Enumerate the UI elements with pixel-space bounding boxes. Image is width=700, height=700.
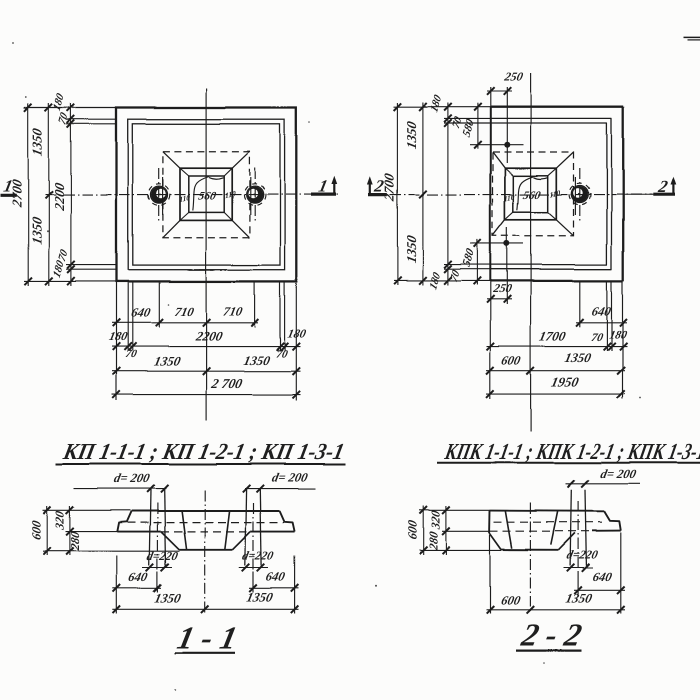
svg-text:d= 200: d= 200 xyxy=(113,471,152,485)
svg-text:2200: 2200 xyxy=(194,329,225,344)
svg-text:d= 200: d= 200 xyxy=(271,471,310,485)
svg-text:110: 110 xyxy=(179,193,190,205)
svg-text:1350: 1350 xyxy=(564,591,594,606)
svg-text:2 700: 2 700 xyxy=(209,376,244,391)
svg-text:180: 180 xyxy=(286,327,307,341)
svg-text:180: 180 xyxy=(429,92,444,114)
svg-text:710: 710 xyxy=(222,305,244,319)
svg-text:320: 320 xyxy=(53,510,67,532)
svg-text:180: 180 xyxy=(51,258,66,280)
svg-text:280: 280 xyxy=(68,530,82,552)
svg-text:180: 180 xyxy=(428,270,443,292)
svg-text:110: 110 xyxy=(504,192,515,204)
svg-text:70: 70 xyxy=(124,348,138,360)
svg-text:1350: 1350 xyxy=(563,350,593,365)
svg-text:1350: 1350 xyxy=(404,120,419,150)
svg-text:560: 560 xyxy=(197,190,217,203)
svg-text:2200: 2200 xyxy=(52,181,67,212)
svg-text:2700: 2700 xyxy=(382,172,397,203)
svg-text:2: 2 xyxy=(656,177,670,196)
svg-text:250: 250 xyxy=(491,281,513,295)
svg-text:1350: 1350 xyxy=(30,127,45,157)
svg-text:280: 280 xyxy=(427,530,441,552)
svg-text:1950: 1950 xyxy=(550,375,580,390)
svg-text:600: 600 xyxy=(500,354,522,368)
svg-text:640: 640 xyxy=(592,570,614,584)
svg-text:580: 580 xyxy=(460,116,476,139)
svg-text:1350: 1350 xyxy=(404,234,419,264)
svg-text:1350: 1350 xyxy=(242,353,272,368)
svg-text:2 - 2: 2 - 2 xyxy=(518,617,585,653)
svg-text:600: 600 xyxy=(500,594,522,608)
svg-text:180: 180 xyxy=(51,91,66,113)
svg-text:1350: 1350 xyxy=(153,354,183,369)
svg-text:560: 560 xyxy=(522,189,542,202)
svg-text:d=220: d=220 xyxy=(145,549,179,563)
svg-text:320: 320 xyxy=(429,509,443,531)
svg-text:600: 600 xyxy=(30,519,44,541)
svg-text:d=220: d=220 xyxy=(565,548,599,562)
svg-text:1350: 1350 xyxy=(153,590,183,605)
svg-text:1 - 1: 1 - 1 xyxy=(174,620,240,656)
svg-text:1: 1 xyxy=(2,177,14,196)
svg-text:70: 70 xyxy=(590,331,604,344)
svg-text:250: 250 xyxy=(502,70,524,84)
svg-text:70: 70 xyxy=(275,349,289,361)
svg-text:1700: 1700 xyxy=(538,329,568,344)
svg-text:600: 600 xyxy=(406,518,420,540)
svg-text:180: 180 xyxy=(108,329,129,343)
svg-text:2700: 2700 xyxy=(10,178,25,209)
svg-text:2: 2 xyxy=(372,177,386,196)
svg-text:d= 200: d= 200 xyxy=(599,467,638,481)
svg-text:110: 110 xyxy=(549,188,560,200)
svg-text:110: 110 xyxy=(225,189,236,201)
svg-text:180: 180 xyxy=(608,329,628,342)
svg-text:1350: 1350 xyxy=(245,589,275,604)
svg-text:640: 640 xyxy=(265,570,287,584)
svg-text:d=220: d=220 xyxy=(241,549,275,563)
svg-text:710: 710 xyxy=(174,305,196,319)
svg-text:КПК 1-1-1 ; КПК 1-2-1 ; КПК 1-: КПК 1-1-1 ; КПК 1-2-1 ; КПК 1-3-1 xyxy=(442,439,700,465)
svg-text:640: 640 xyxy=(127,570,149,584)
svg-text:640: 640 xyxy=(591,305,613,319)
svg-text:1350: 1350 xyxy=(30,215,45,245)
svg-text:580: 580 xyxy=(460,246,476,269)
svg-text:1: 1 xyxy=(317,177,329,196)
svg-text:КП 1-1-1 ; КП 1-2-1 ; КП 1-3-1: КП 1-1-1 ; КП 1-2-1 ; КП 1-3-1 xyxy=(60,439,346,465)
svg-text:640: 640 xyxy=(130,306,152,320)
